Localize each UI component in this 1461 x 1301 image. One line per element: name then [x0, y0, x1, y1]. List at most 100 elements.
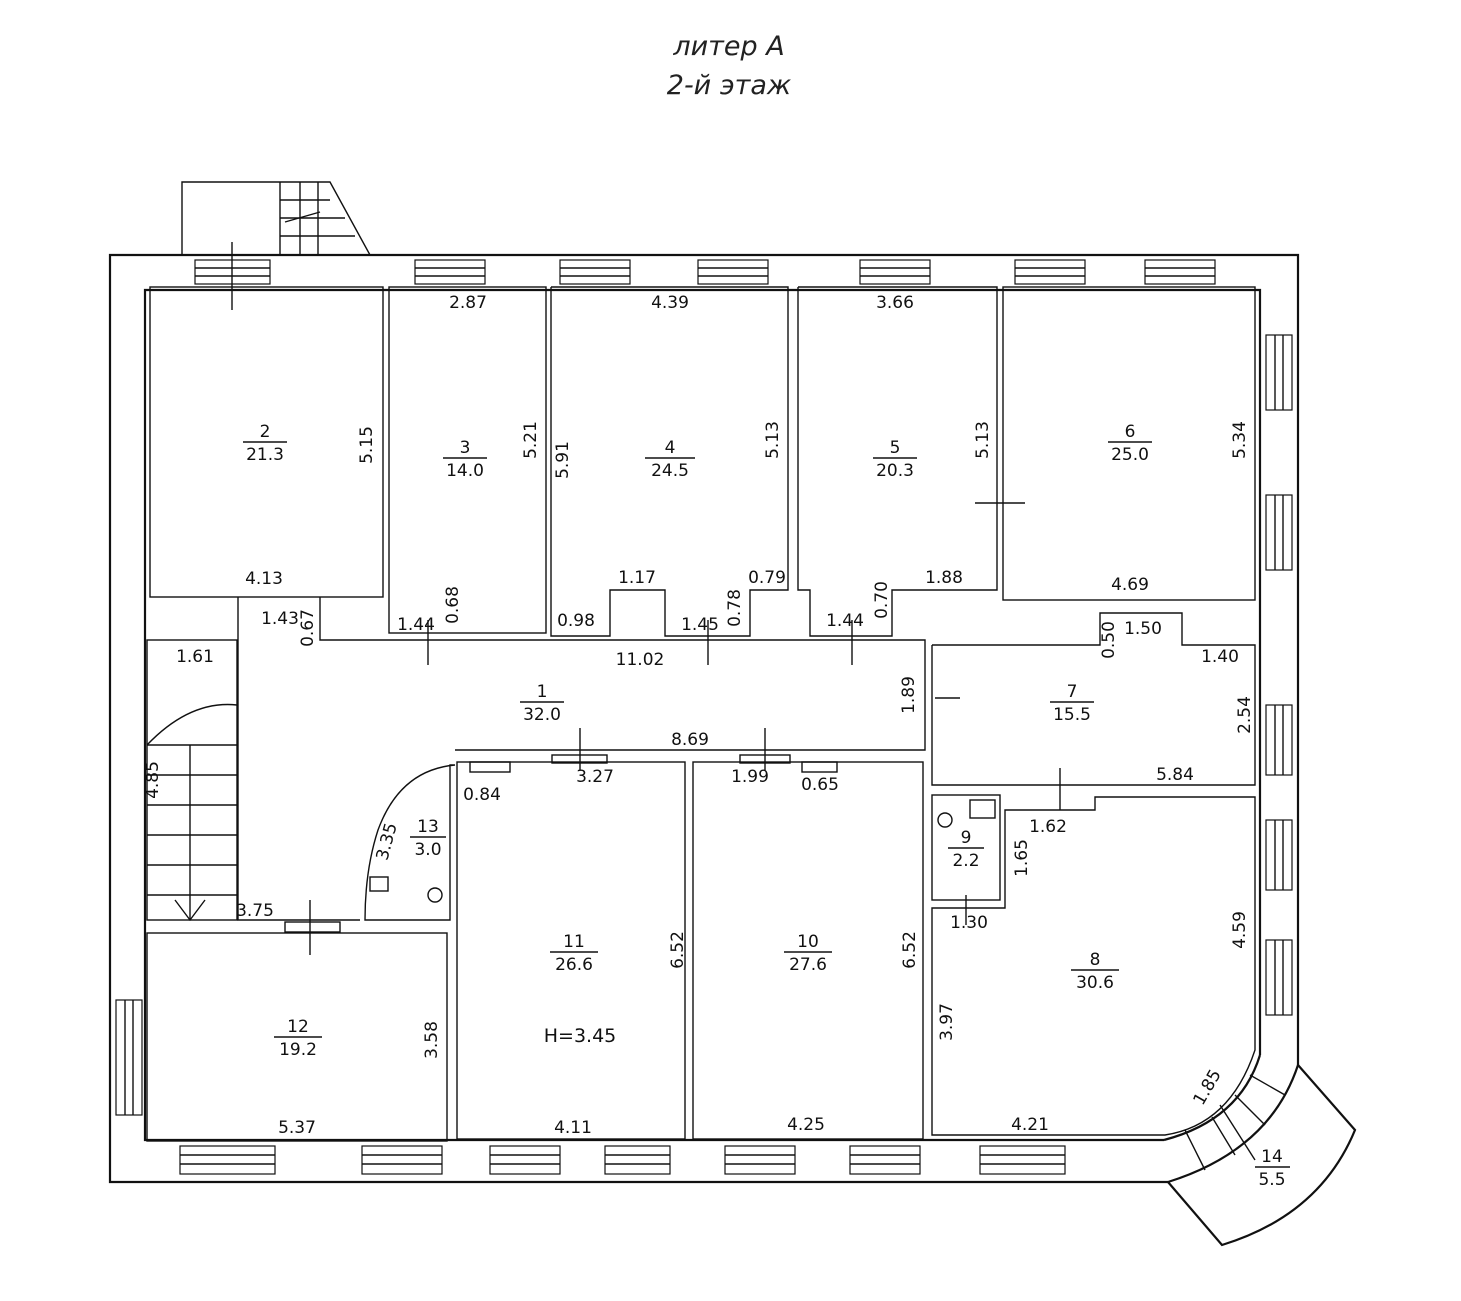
stair-block: [181, 181, 371, 256]
ceiling-height-note: H=3.45: [544, 1025, 617, 1047]
dim-label: 2.54: [1235, 696, 1255, 734]
room-3-outline: [388, 286, 547, 634]
dim-label: 1.89: [899, 676, 919, 714]
svg-text:32.0: 32.0: [523, 705, 561, 725]
dim-label: 0.67: [298, 609, 318, 647]
room-7-outline: [931, 612, 1256, 786]
dim-label: 0.78: [725, 589, 745, 627]
room-12-outline: [146, 932, 448, 1142]
room-6-outline: [1002, 286, 1256, 601]
interior-stairs: [146, 639, 238, 922]
room-11-outline: [456, 761, 686, 1140]
dim-label: 0.70: [872, 581, 892, 619]
room-labels: 2 21.3 3 14.0 4 24.5 5 20.3 6 25.0 1 32.…: [243, 422, 1290, 1190]
dim-label: 1.65: [1012, 839, 1032, 877]
svg-text:27.6: 27.6: [789, 955, 827, 975]
dim-label: 1.61: [176, 647, 214, 667]
svg-text:14: 14: [1261, 1147, 1283, 1167]
dim-label: 0.79: [748, 568, 786, 588]
dim-label: 1.99: [731, 767, 769, 787]
dim-label: 3.75: [236, 901, 274, 921]
svg-text:19.2: 19.2: [279, 1040, 317, 1060]
svg-text:10: 10: [797, 932, 819, 952]
dim-label: 1.43: [261, 609, 299, 629]
dim-label: 3.27: [576, 767, 614, 787]
dim-label: 4.11: [554, 1118, 592, 1138]
dim-label: 0.98: [557, 611, 595, 631]
dim-label: 1.62: [1029, 817, 1067, 837]
dim-label: 1.50: [1124, 619, 1162, 639]
dim-label: 4.69: [1111, 575, 1149, 595]
svg-text:11: 11: [563, 932, 585, 952]
room-7-label: 7 15.5: [1050, 682, 1094, 725]
svg-text:7: 7: [1067, 682, 1078, 702]
room-5-label: 5 20.3: [873, 438, 917, 481]
room-13-outline: [364, 764, 456, 921]
svg-text:25.0: 25.0: [1111, 445, 1149, 465]
svg-text:13: 13: [417, 817, 439, 837]
svg-text:26.6: 26.6: [555, 955, 593, 975]
windows-right: [1265, 334, 1293, 1016]
windows-top: [194, 259, 1216, 285]
dim-label: 8.69: [671, 730, 709, 750]
dim-label: 3.35: [373, 821, 402, 863]
dim-label: 3.97: [937, 1003, 957, 1041]
dim-label: 0.84: [463, 785, 501, 805]
room-8-label: 8 30.6: [1071, 950, 1119, 993]
plan-title: литер А: [672, 31, 784, 62]
svg-text:3.0: 3.0: [414, 840, 441, 860]
dimension-labels: 2.87 4.39 3.66 5.15 5.21 5.91 5.13 5.13 …: [143, 293, 1255, 1138]
plan-subtitle: 2-й этаж: [667, 70, 792, 101]
svg-text:3: 3: [460, 438, 471, 458]
dim-label: 4.59: [1230, 911, 1250, 949]
dim-label: 5.15: [357, 426, 377, 464]
room-4-outline: [550, 286, 789, 637]
room-1-label: 1 32.0: [520, 682, 564, 725]
room-8-outline: [931, 796, 1256, 1136]
corridor-outline: [237, 597, 360, 921]
dim-label: 6.52: [900, 931, 920, 969]
dim-label: 6.52: [668, 931, 688, 969]
room-12-label: 12 19.2: [274, 1017, 322, 1060]
dim-label: 5.13: [763, 421, 783, 459]
svg-text:4: 4: [665, 438, 676, 458]
windows-left: [115, 999, 143, 1116]
room-6-label: 6 25.0: [1108, 422, 1152, 465]
dim-label: 1.44: [397, 615, 435, 635]
svg-text:8: 8: [1090, 950, 1101, 970]
dim-label: 5.37: [278, 1118, 316, 1138]
dim-label: 5.21: [521, 421, 541, 459]
svg-text:5: 5: [890, 438, 901, 458]
dim-label: 11.02: [616, 650, 665, 670]
svg-text:14.0: 14.0: [446, 461, 484, 481]
dim-label: 5.91: [553, 441, 573, 479]
room-13-label: 13 3.0: [410, 817, 446, 860]
dim-label: 1.85: [1190, 1066, 1226, 1109]
svg-text:2.2: 2.2: [952, 851, 979, 871]
dim-label: 0.50: [1099, 621, 1119, 659]
room-14-label: 14 5.5: [1255, 1147, 1290, 1190]
dim-label: 0.65: [801, 775, 839, 795]
dim-label: 1.40: [1201, 647, 1239, 667]
windows-bottom: [179, 1145, 1066, 1175]
svg-text:20.3: 20.3: [876, 461, 914, 481]
dim-label: 1.88: [925, 568, 963, 588]
svg-text:21.3: 21.3: [246, 445, 284, 465]
dim-label: 4.25: [787, 1115, 825, 1135]
outer-walls: [108, 253, 1300, 1184]
svg-text:5.5: 5.5: [1258, 1170, 1285, 1190]
svg-text:30.6: 30.6: [1076, 973, 1114, 993]
room-3-label: 3 14.0: [443, 438, 487, 481]
dim-label: 4.21: [1011, 1115, 1049, 1135]
room-9-label: 9 2.2: [948, 828, 984, 871]
room-4-label: 4 24.5: [645, 438, 695, 481]
dim-label: 4.85: [143, 761, 163, 799]
svg-text:6: 6: [1125, 422, 1136, 442]
room-10-label: 10 27.6: [784, 932, 832, 975]
dim-label: 1.44: [826, 611, 864, 631]
svg-text:24.5: 24.5: [651, 461, 689, 481]
dim-label: 3.58: [422, 1021, 442, 1059]
room-11-label: 11 26.6: [550, 932, 598, 975]
svg-text:12: 12: [287, 1017, 309, 1037]
